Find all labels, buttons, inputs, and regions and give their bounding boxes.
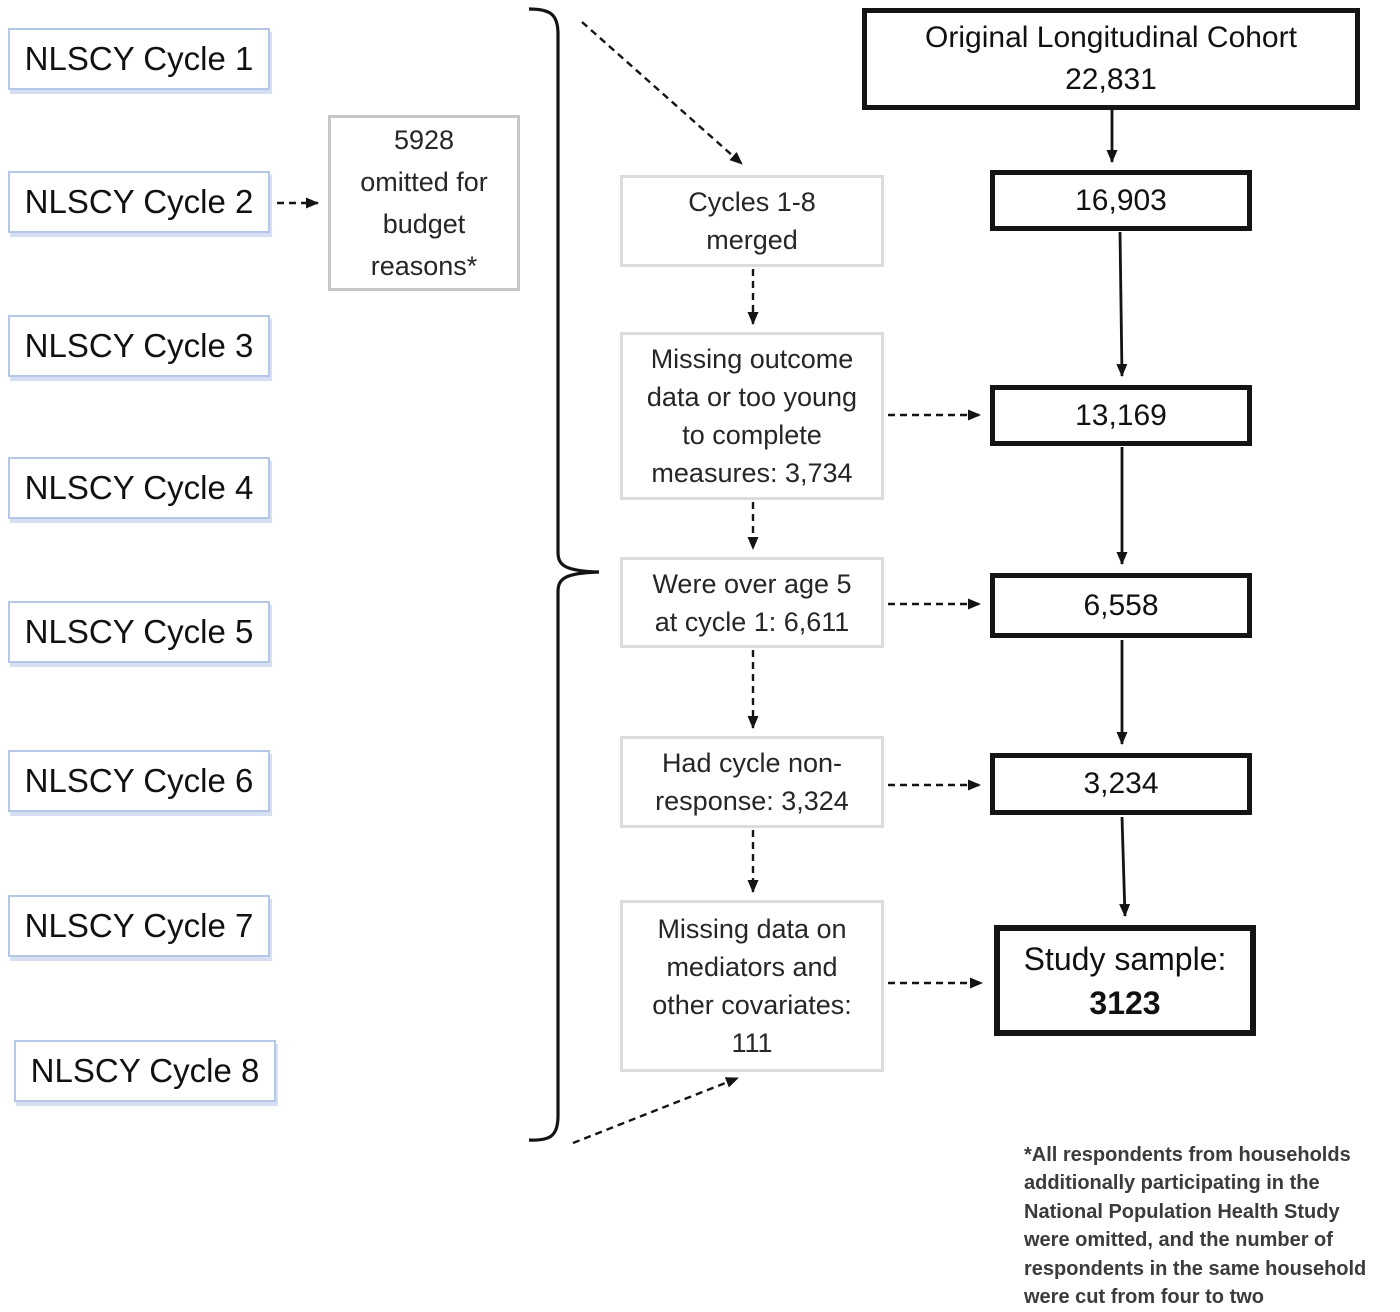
- study-sample-box: Study sample: 3123: [994, 925, 1256, 1036]
- nlscy-cycle-7-box: NLSCY Cycle 7: [8, 895, 270, 957]
- count-6558-box: 6,558: [990, 573, 1252, 638]
- grouping-brace: [528, 7, 600, 1142]
- count-16903-box: 16,903: [990, 170, 1252, 231]
- nlscy-cycle-4-box: NLSCY Cycle 4: [8, 457, 270, 519]
- nlscy-cycle-6-box: NLSCY Cycle 6: [8, 750, 270, 812]
- count-13169-box: 13,169: [990, 385, 1252, 446]
- footnote-text: *All respondents from households additio…: [1024, 1144, 1367, 1309]
- nlscy-cycle-2-box: NLSCY Cycle 2: [8, 171, 270, 233]
- solid-arrow-16903-to-13169: [1116, 231, 1128, 377]
- study-sample-value: 3123: [1089, 984, 1161, 1021]
- missing-mediators-box: Missing data on mediators and other cova…: [620, 900, 884, 1072]
- dashed-arrow-brace-to-merged: [581, 21, 743, 165]
- over-age-box: Were over age 5 at cycle 1: 6,611: [620, 557, 884, 648]
- cycles-merged-box: Cycles 1-8 merged: [620, 175, 884, 267]
- study-sample-label: Study sample:: [1023, 940, 1227, 977]
- dashed-arrow-brace-to-mediators: [572, 1076, 739, 1145]
- nlscy-cycle-1-box: NLSCY Cycle 1: [8, 28, 270, 90]
- nlscy-cycle-8-box: NLSCY Cycle 8: [14, 1040, 276, 1102]
- nlscy-cycle-3-box: NLSCY Cycle 3: [8, 315, 270, 377]
- missing-outcome-box: Missing outcome data or too young to com…: [620, 332, 884, 500]
- original-cohort-box: Original Longitudinal Cohort 22,831: [862, 8, 1360, 110]
- nlscy-cycle-5-box: NLSCY Cycle 5: [8, 601, 270, 663]
- solid-arrow-3234-to-study-sample: [1119, 816, 1131, 917]
- cycle-nonresponse-box: Had cycle non- response: 3,324: [620, 736, 884, 828]
- count-3234-box: 3,234: [990, 753, 1252, 815]
- budget-omission-note-box: 5928 omitted for budget reasons*: [328, 115, 520, 291]
